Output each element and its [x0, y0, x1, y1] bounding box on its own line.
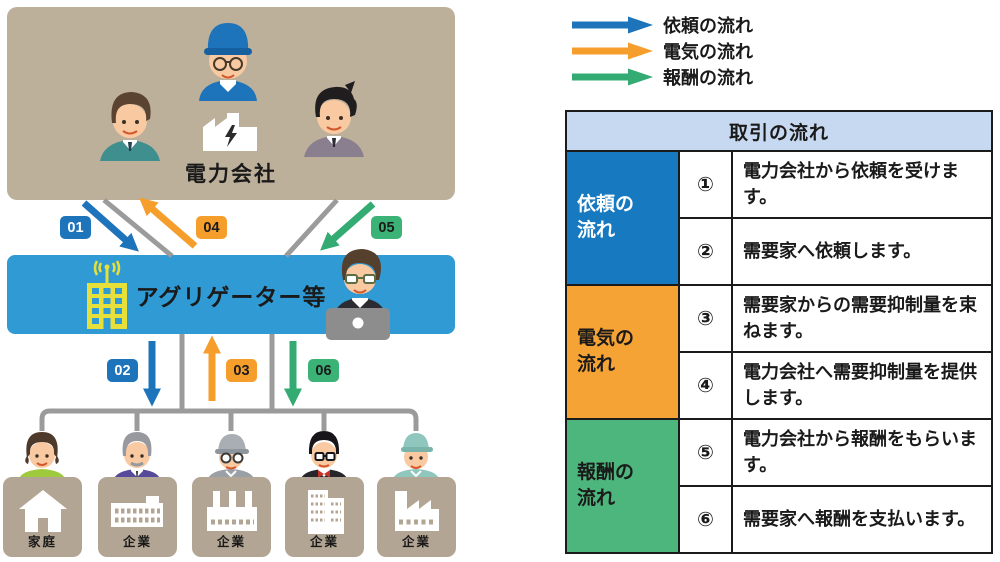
step-description: 電力会社へ需要抑制量を提供します。 [731, 351, 993, 420]
reward-flow-arrow-icon [572, 68, 653, 86]
arrow-05-reward-down [320, 201, 376, 251]
utility-worker-avatar [190, 17, 266, 106]
consumer-label: 家庭 [27, 535, 57, 549]
consumer-label: 企業 [216, 535, 246, 549]
aggregator-operator-avatar [318, 240, 398, 345]
company-card [285, 477, 364, 557]
step-description: 電力会社から報酬をもらいます。 [731, 418, 993, 487]
aggregator-building-icon [79, 259, 135, 334]
step-number: ④ [678, 351, 733, 420]
plant-worker-avatar [385, 428, 447, 485]
power-company-box: 電力会社 [7, 7, 455, 200]
office-building-icon [110, 496, 163, 527]
group-electricity-flow: 電気の 流れ [565, 284, 680, 420]
office-tower-icon [307, 490, 344, 534]
step-number: ③ [678, 284, 733, 353]
step-number: ⑤ [678, 418, 733, 487]
flow-badge-02: 02 [107, 359, 138, 382]
company-card [377, 477, 456, 557]
company-card [192, 477, 271, 557]
consumer-company-4: 企業 [377, 428, 456, 558]
company-card [98, 477, 177, 557]
transaction-flow-table: 取引の流れ 依頼の 流れ ① 電力会社から依頼を受けます。 ② 需要家へ依頼しま… [565, 110, 993, 554]
power-company-label: 電力会社 [185, 163, 277, 186]
businessman-right-avatar [299, 79, 369, 162]
factory-icon [394, 491, 439, 531]
table-title: 取引の流れ [565, 110, 993, 152]
home-card [3, 477, 82, 557]
legend-item-electricity: 電気の流れ [571, 38, 753, 64]
flow-badge-01: 01 [60, 216, 91, 239]
step-description: 需要家へ報酬を支払います。 [731, 485, 993, 554]
arrow-04-electricity-up [138, 197, 198, 249]
group-request-flow: 依頼の 流れ [565, 150, 680, 286]
step-number: ⑥ [678, 485, 733, 554]
step-description: 需要家へ依頼します。 [731, 217, 993, 286]
consumer-company-1: 企業 [98, 428, 177, 558]
woman-avatar [11, 428, 73, 485]
legend-label: 報酬の流れ [663, 68, 753, 88]
legend-item-reward: 報酬の流れ [571, 64, 753, 90]
consumer-company-3: 企業 [285, 428, 364, 558]
legend-item-request: 依頼の流れ [571, 12, 753, 38]
legend-label: 電気の流れ [663, 42, 753, 62]
legend-label: 依頼の流れ [663, 16, 753, 36]
flow-badge-05: 05 [371, 216, 402, 239]
consumer-label: 企業 [401, 535, 431, 549]
factory-chimneys-icon [206, 491, 257, 531]
aggregator-label: アグリゲーター等 [135, 283, 327, 310]
flow-badge-04: 04 [196, 216, 227, 239]
group-reward-flow: 報酬の 流れ [565, 418, 680, 554]
consumer-home: 家庭 [3, 428, 82, 558]
consumer-label: 企業 [309, 535, 339, 549]
step-description: 需要家からの需要抑制量を束ねます。 [731, 284, 993, 353]
step-description: 電力会社から依頼を受けます。 [731, 150, 993, 219]
flow-badge-06: 06 [308, 359, 339, 382]
step-number: ① [678, 150, 733, 219]
flow-badge-03: 03 [226, 359, 257, 382]
request-flow-arrow-icon [572, 16, 653, 34]
house-icon [18, 490, 67, 532]
businessman-left-avatar [95, 83, 165, 166]
power-plant-icon [199, 99, 261, 158]
step-number: ② [678, 217, 733, 286]
consumer-label: 企業 [122, 535, 152, 549]
consumer-company-2: 企業 [192, 428, 271, 558]
electricity-flow-arrow-icon [572, 42, 653, 60]
legend: 依頼の流れ 電気の流れ 報酬の流れ [571, 12, 753, 90]
